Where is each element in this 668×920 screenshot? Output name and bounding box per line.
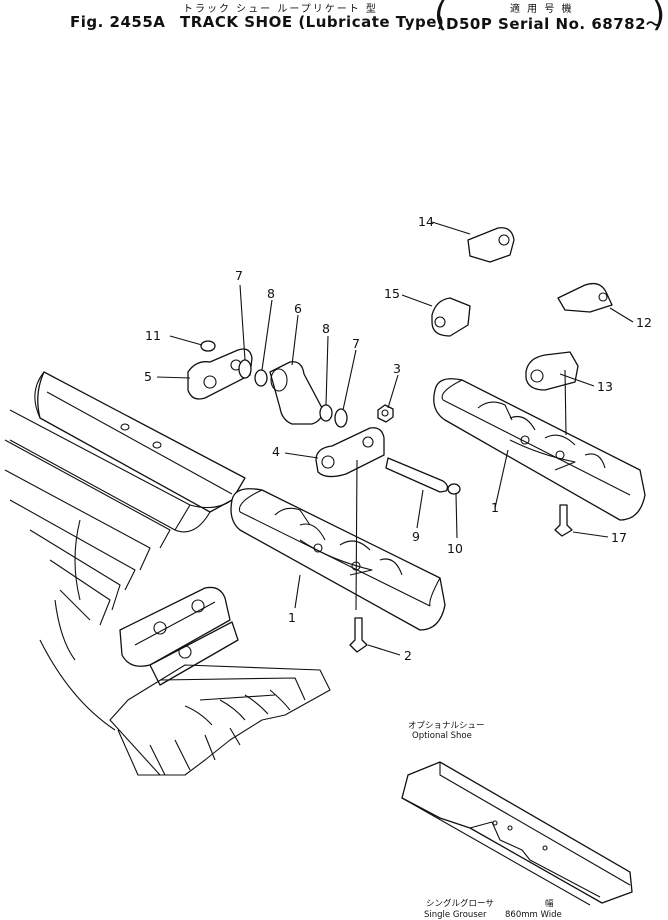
part-17-bolt: [554, 504, 573, 537]
right-paren: ): [652, 0, 666, 35]
part-6-bushing: [269, 361, 323, 425]
part-10-plug: [447, 483, 461, 495]
callout-7-right: 7: [352, 336, 360, 351]
callout-4: 4: [272, 444, 280, 459]
callout-6: 6: [294, 301, 302, 316]
part-2-bolt: [349, 617, 368, 653]
width-label: 860mm Wide: [505, 910, 562, 920]
leader-lines: [156, 221, 634, 656]
callout-3: 3: [393, 361, 401, 376]
part-11-pin: [200, 340, 216, 352]
single-grouser-label: Single Grouser: [424, 910, 487, 920]
part-12-half-link: [557, 282, 613, 313]
callout-7-left: 7: [235, 268, 243, 283]
serial-number: D50P Serial No. 68782～: [446, 15, 662, 33]
callout-2: 2: [404, 648, 412, 663]
figure-title: TRACK SHOE (Lubricate Type): [180, 13, 445, 31]
figure-number: Fig. 2455A: [70, 13, 166, 31]
part-9-pin: [385, 457, 449, 493]
title-japanese: トラック シュー ループリケート 型: [183, 4, 378, 15]
shoe-right: [433, 378, 646, 521]
part-8-ring-left: [254, 369, 268, 387]
callout-10: 10: [447, 541, 463, 556]
left-paren: (: [434, 0, 448, 35]
callout-5: 5: [144, 369, 152, 384]
part-5-hole-1: [203, 375, 217, 389]
callout-14: 14: [418, 214, 434, 229]
callout-9: 9: [412, 529, 420, 544]
optional-shoe-jp: オプショナルシュー: [408, 721, 485, 731]
part-3-nut: [377, 404, 394, 423]
callout-13: 13: [597, 379, 613, 394]
applicable-japanese: 適 用 号 機: [510, 4, 574, 15]
callout-1-center: 1: [288, 610, 296, 625]
part-7-seal-right: [334, 408, 348, 428]
callout-8-right: 8: [322, 321, 330, 336]
callout-11: 11: [145, 328, 161, 343]
optional-shoe-label: Optional Shoe: [412, 731, 472, 741]
optional-shoe: [401, 761, 633, 906]
callout-1-right: 1: [491, 500, 499, 515]
part-14-half-link: [467, 227, 515, 263]
shoe-center: [230, 488, 446, 631]
part-7-seal-left: [238, 359, 252, 379]
callout-8-left: 8: [267, 286, 275, 301]
track-assembly: [4, 371, 331, 776]
callout-15: 15: [384, 286, 400, 301]
callout-17: 17: [611, 530, 627, 545]
callout-12: 12: [636, 315, 652, 330]
part-4-link: [315, 427, 385, 478]
width-jp: 幅: [545, 898, 554, 909]
part-8-ring-right: [319, 404, 333, 422]
single-grouser-jp: シングルグローサ: [426, 898, 494, 909]
part-5-link: [187, 348, 253, 400]
